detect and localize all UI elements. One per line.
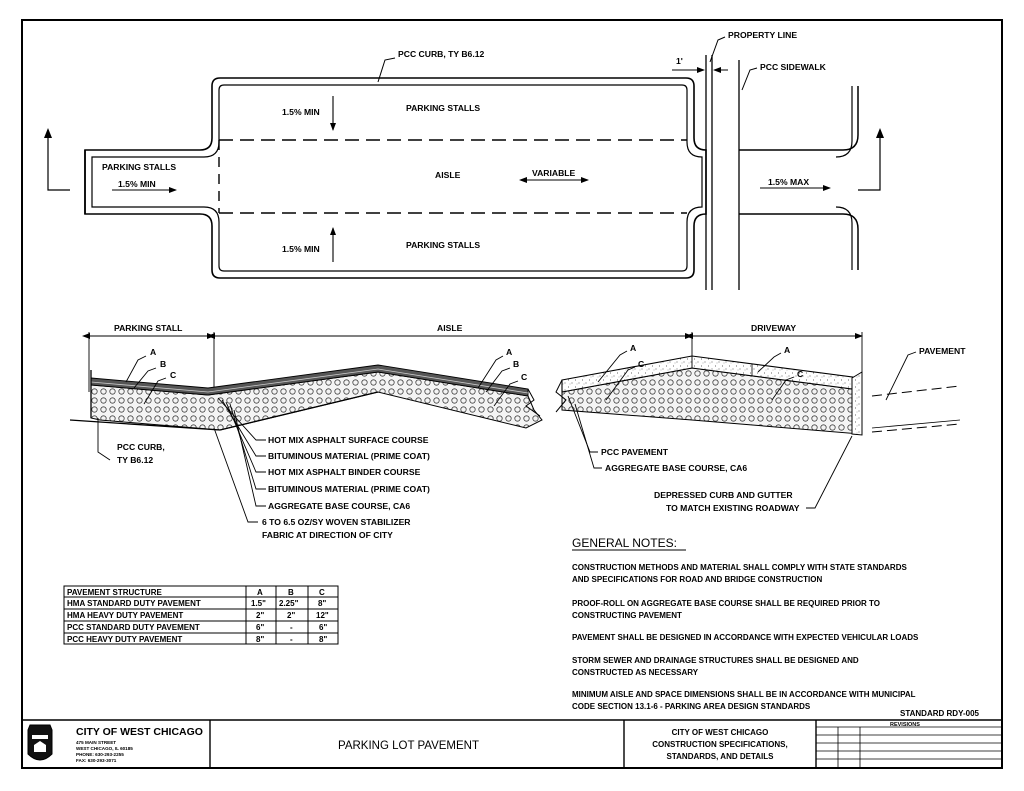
table-row-4-name: PCC HEAVY DUTY PAVEMENT bbox=[67, 635, 182, 644]
note-2-line1: PROOF-ROLL ON AGGREGATE BASE COURSE SHAL… bbox=[572, 599, 880, 608]
city-fax: FAX: 630-293-3071 bbox=[76, 758, 117, 763]
layer-c-aisle: C bbox=[521, 372, 527, 382]
note-4-line1: STORM SEWER AND DRAINAGE STRUCTURES SHAL… bbox=[572, 656, 859, 665]
pcc-pavement-label: PCC PAVEMENT bbox=[601, 447, 669, 457]
parking-stalls-bottom-label: PARKING STALLS bbox=[406, 240, 480, 250]
property-line-label: PROPERTY LINE bbox=[728, 30, 797, 40]
one-foot-label: 1' bbox=[676, 56, 683, 66]
layer-b-aisle: B bbox=[513, 359, 519, 369]
spec-line-2: CONSTRUCTION SPECIFICATIONS, bbox=[652, 740, 787, 749]
pcc-curb-label: PCC CURB, TY B6.12 bbox=[398, 49, 484, 59]
table-row-2-a: 2" bbox=[256, 611, 264, 620]
spec-line-3: STANDARDS, AND DETAILS bbox=[667, 752, 775, 761]
pcc-sidewalk-label: PCC SIDEWALK bbox=[760, 62, 827, 72]
variable-label: VARIABLE bbox=[532, 168, 576, 178]
city-name: CITY OF WEST CHICAGO bbox=[76, 726, 203, 738]
depressed-curb-line2: TO MATCH EXISTING ROADWAY bbox=[666, 503, 800, 513]
table-row-1-b: 2.25" bbox=[279, 599, 299, 608]
layer-c-drive-left: C bbox=[638, 359, 644, 369]
layer-label-3: HOT MIX ASPHALT BINDER COURSE bbox=[268, 467, 421, 477]
pcc-curb-section-line2: TY B6.12 bbox=[117, 455, 153, 465]
depressed-curb-line1: DEPRESSED CURB AND GUTTER bbox=[654, 490, 793, 500]
table-row-1-a: 1.5" bbox=[251, 599, 266, 608]
slope-bottom-label: 1.5% MIN bbox=[282, 244, 320, 254]
table-row-3-a: 6" bbox=[256, 623, 264, 632]
general-notes-heading: GENERAL NOTES: bbox=[572, 536, 677, 550]
table-row-3-b: - bbox=[290, 623, 293, 632]
note-2-line2: CONSTRUCTING PAVEMENT bbox=[572, 611, 682, 620]
layer-a-drive-left: A bbox=[630, 343, 636, 353]
pavement-label: PAVEMENT bbox=[919, 346, 966, 356]
spec-line-1: CITY OF WEST CHICAGO bbox=[672, 728, 769, 737]
parking-stall-dim-label: PARKING STALL bbox=[114, 323, 182, 333]
plan-view: PCC CURB, TY B6.12 PROPERTY LINE PCC SID… bbox=[44, 30, 884, 290]
parking-stalls-top-label: PARKING STALLS bbox=[406, 103, 480, 113]
layer-b-left: B bbox=[160, 359, 166, 369]
section-view: PARKING STALL AISLE DRIVEWAY A B C A bbox=[69, 323, 966, 540]
layer-label-1: HOT MIX ASPHALT SURFACE COURSE bbox=[268, 435, 429, 445]
note-5-line1: MINIMUM AISLE AND SPACE DIMENSIONS SHALL… bbox=[572, 690, 916, 699]
layer-c-drive-right: C bbox=[797, 369, 803, 379]
city-seal-icon bbox=[27, 724, 53, 761]
table-row-3-c: 6" bbox=[319, 623, 327, 632]
slope-top-label: 1.5% MIN bbox=[282, 107, 320, 117]
pavement-table-text: PAVEMENT STRUCTURE A B C HMA STANDARD DU… bbox=[67, 588, 329, 644]
table-header-a: A bbox=[257, 588, 263, 597]
table-row-2-c: 12" bbox=[316, 611, 329, 620]
title-block bbox=[22, 719, 1002, 768]
pavement-structure-table bbox=[63, 585, 339, 645]
layer-a-left: A bbox=[150, 347, 156, 357]
city-address-1: 475 MAIN STREET bbox=[76, 740, 116, 745]
table-row-1-name: HMA STANDARD DUTY PAVEMENT bbox=[67, 599, 201, 608]
drawing-title: PARKING LOT PAVEMENT bbox=[338, 740, 479, 752]
note-3-line1: PAVEMENT SHALL BE DESIGNED IN ACCORDANCE… bbox=[572, 633, 919, 642]
table-row-4-b: - bbox=[290, 635, 293, 644]
note-1-line1: CONSTRUCTION METHODS AND MATERIAL SHALL … bbox=[572, 563, 907, 572]
layer-label-5: AGGREGATE BASE COURSE, CA6 bbox=[268, 501, 410, 511]
layer-label-6: 6 TO 6.5 OZ/SY WOVEN STABILIZER bbox=[262, 517, 411, 527]
parking-stalls-left-label: PARKING STALLS bbox=[102, 162, 176, 172]
layer-a-drive-right: A bbox=[784, 345, 790, 355]
slope-left-label: 1.5% MIN bbox=[118, 179, 156, 189]
note-5-line2: CODE SECTION 13.1-6 - PARKING AREA DESIG… bbox=[572, 702, 811, 711]
aisle-dim-label: AISLE bbox=[437, 323, 463, 333]
table-row-3-name: PCC STANDARD DUTY PAVEMENT bbox=[67, 623, 200, 632]
slope-right-label: 1.5% MAX bbox=[768, 177, 809, 187]
aggregate-base-right-label: AGGREGATE BASE COURSE, CA6 bbox=[605, 463, 747, 473]
layer-label-4: BITUMINOUS MATERIAL (PRIME COAT) bbox=[268, 484, 430, 494]
note-1-line2: AND SPECIFICATIONS FOR ROAD AND BRIDGE C… bbox=[572, 575, 822, 584]
table-header-structure: PAVEMENT STRUCTURE bbox=[67, 588, 162, 597]
note-4-line2: CONSTRUCTED AS NECESSARY bbox=[572, 668, 699, 677]
general-notes: GENERAL NOTES: CONSTRUCTION METHODS AND … bbox=[572, 536, 919, 711]
sheet-border bbox=[21, 19, 1003, 769]
table-row-2-name: HMA HEAVY DUTY PAVEMENT bbox=[67, 611, 183, 620]
table-row-1-c: 8" bbox=[318, 599, 326, 608]
layer-label-2: BITUMINOUS MATERIAL (PRIME COAT) bbox=[268, 451, 430, 461]
standard-number: STANDARD RDY-005 bbox=[900, 709, 980, 718]
table-header-b: B bbox=[288, 588, 294, 597]
table-row-4-a: 8" bbox=[256, 635, 264, 644]
layer-c-left: C bbox=[170, 370, 176, 380]
table-header-c: C bbox=[319, 588, 325, 597]
city-phone: PHONE: 630-293-2255 bbox=[76, 752, 124, 757]
table-row-2-b: 2" bbox=[287, 611, 295, 620]
pcc-curb-section-line1: PCC CURB, bbox=[117, 442, 165, 452]
table-row-4-c: 8" bbox=[319, 635, 327, 644]
revisions-label: REVISIONS bbox=[890, 722, 920, 728]
layer-label-7: FABRIC AT DIRECTION OF CITY bbox=[262, 530, 393, 540]
city-address-2: WEST CHICAGO, IL 60185 bbox=[76, 746, 133, 751]
layer-a-aisle: A bbox=[506, 347, 512, 357]
driveway-dim-label: DRIVEWAY bbox=[751, 323, 796, 333]
aisle-plan-label: AISLE bbox=[435, 170, 461, 180]
